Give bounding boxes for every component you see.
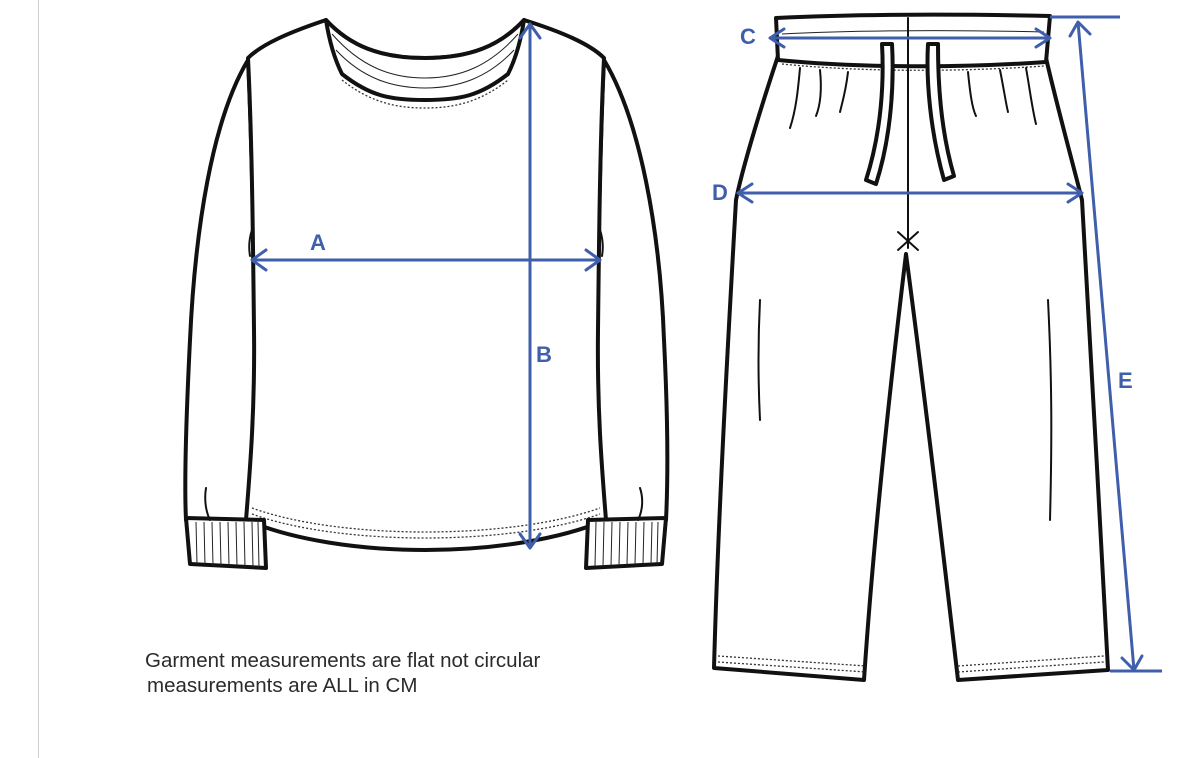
sweatshirt-collar-ribbing <box>331 33 519 109</box>
pants-drawstring-left <box>864 42 895 186</box>
measurement-c-arrow-left <box>768 27 786 49</box>
pants-left-hem-stitch-2 <box>717 661 867 673</box>
pants-body <box>712 54 1110 682</box>
measurement-c-label: C <box>740 24 756 49</box>
waistband-gathers <box>789 67 1037 129</box>
sweatshirt-hem-stitch <box>251 507 601 533</box>
page-left-border <box>38 0 39 758</box>
sweatshirt-right-cuff <box>584 516 668 570</box>
sweatshirt-right-cuff-ribbing <box>594 521 659 567</box>
pants-right-leg-crease <box>1047 299 1053 521</box>
pants-drawstring-right <box>925 42 956 182</box>
measurement-b-arrow-top <box>518 22 542 40</box>
left-sleeve-wrinkle <box>204 487 211 521</box>
measurement-c-arrow-right <box>1034 27 1052 49</box>
sweatshirt-right-armhole-seam <box>599 229 604 257</box>
pants-waistband <box>774 12 1052 69</box>
sweatshirt-left-cuff-ribbing <box>195 521 260 568</box>
measurement-e-line <box>1076 21 1136 671</box>
pants-crotch-bartack <box>897 231 919 251</box>
measurement-a: A <box>250 230 602 272</box>
pants-right-hem-stitch-2 <box>957 661 1105 673</box>
sweatshirt-left-armhole-seam <box>248 229 253 257</box>
measurement-d-label: D <box>712 180 728 205</box>
measurement-note: Garment measurements are flat not circul… <box>145 648 540 698</box>
pants-left-leg-crease <box>757 299 761 421</box>
measurement-e: E <box>1050 15 1162 673</box>
pants-drawing <box>712 12 1110 682</box>
pants-left-hem-stitch <box>717 655 867 667</box>
measurement-e-label: E <box>1118 368 1133 393</box>
measurement-b: B <box>518 22 552 550</box>
measurement-a-arrow-right <box>584 248 602 272</box>
measurement-e-arrow-bottom <box>1120 654 1144 672</box>
measurement-d-arrow-left <box>736 182 754 204</box>
pants-right-hem-stitch <box>957 655 1105 667</box>
measurement-c: C <box>740 24 1052 49</box>
measurement-d: D <box>712 180 1084 205</box>
measurement-e-arrow-top <box>1068 20 1092 38</box>
measurement-note-line-2: measurements are ALL in CM <box>147 674 418 697</box>
sweatshirt-collar <box>324 18 526 102</box>
measurement-d-arrow-right <box>1066 182 1084 204</box>
sweatshirt-drawing <box>183 18 670 570</box>
right-sleeve-wrinkle <box>637 487 644 521</box>
waistband-stitch <box>781 63 1045 71</box>
measurement-b-arrow-bottom <box>518 532 542 550</box>
measurement-b-label: B <box>536 342 552 367</box>
sweatshirt-left-cuff <box>184 516 268 570</box>
measurement-a-arrow-left <box>250 248 268 272</box>
measurement-note-line-1: Garment measurements are flat not circul… <box>145 649 541 672</box>
measurement-a-label: A <box>310 230 326 255</box>
waistband-gather-line <box>781 30 1045 35</box>
